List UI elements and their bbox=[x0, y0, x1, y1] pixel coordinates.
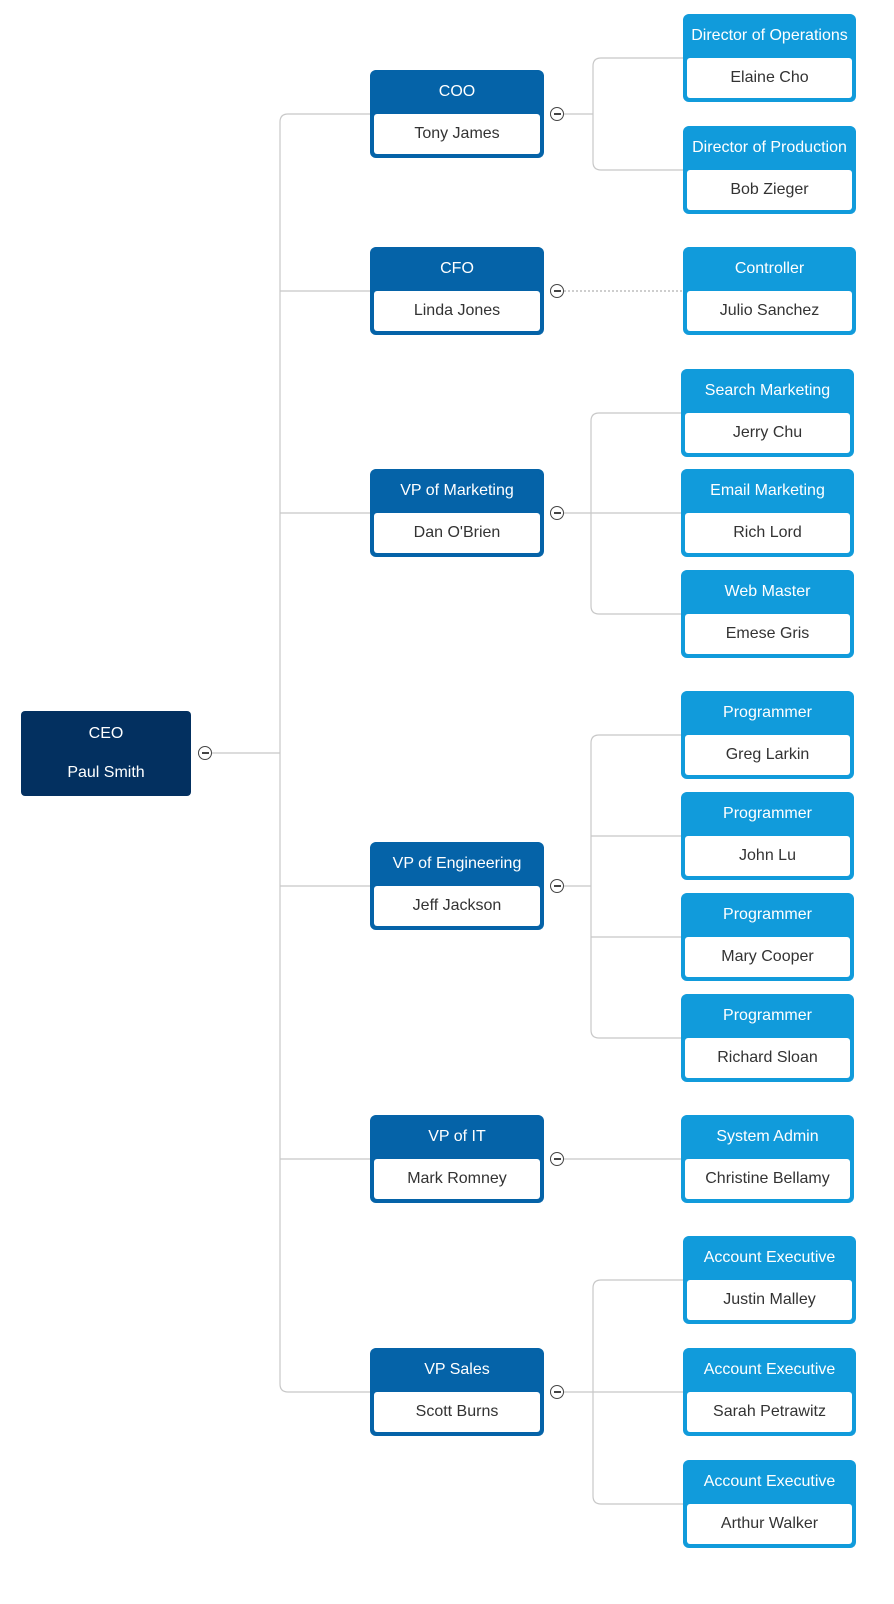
node-name: Justin Malley bbox=[687, 1280, 852, 1320]
org-node-report[interactable]: Account Executive Sarah Petrawitz bbox=[683, 1348, 856, 1436]
org-node-manager[interactable]: VP of IT Mark Romney bbox=[370, 1115, 544, 1203]
org-node-report[interactable]: Director of Operations Elaine Cho bbox=[683, 14, 856, 102]
org-node-report[interactable]: Search Marketing Jerry Chu bbox=[681, 369, 854, 457]
connector-line bbox=[592, 1279, 683, 1505]
node-name: Tony James bbox=[374, 114, 540, 154]
node-name: Mark Romney bbox=[374, 1159, 540, 1199]
org-node-report[interactable]: Account Executive Justin Malley bbox=[683, 1236, 856, 1324]
node-name: Paul Smith bbox=[67, 764, 145, 781]
node-name: Linda Jones bbox=[374, 291, 540, 331]
node-title: Programmer bbox=[723, 906, 812, 923]
node-name: Rich Lord bbox=[685, 513, 850, 553]
collapse-toggle-icon[interactable] bbox=[198, 746, 212, 760]
node-name: Christine Bellamy bbox=[685, 1159, 850, 1199]
node-name: Sarah Petrawitz bbox=[687, 1392, 852, 1432]
org-node-report[interactable]: Controller Julio Sanchez bbox=[683, 247, 856, 335]
node-title: VP of Marketing bbox=[400, 482, 514, 499]
node-title: Controller bbox=[734, 260, 805, 277]
node-title: Programmer bbox=[723, 704, 812, 721]
node-name: Dan O'Brien bbox=[374, 513, 540, 553]
org-node-report[interactable]: Programmer Richard Sloan bbox=[681, 994, 854, 1082]
node-title: CEO bbox=[88, 725, 124, 742]
org-node-report[interactable]: Programmer Mary Cooper bbox=[681, 893, 854, 981]
collapse-toggle-icon[interactable] bbox=[550, 284, 564, 298]
node-title: VP Sales bbox=[424, 1361, 490, 1378]
node-name: Greg Larkin bbox=[685, 735, 850, 775]
node-title: Web Master bbox=[724, 583, 811, 600]
connector-line bbox=[590, 412, 681, 615]
node-title: Programmer bbox=[723, 805, 812, 822]
org-node-manager[interactable]: CFO Linda Jones bbox=[370, 247, 544, 335]
org-node-report[interactable]: Account Executive Arthur Walker bbox=[683, 1460, 856, 1548]
node-title: Account Executive bbox=[703, 1361, 836, 1378]
node-name: Jerry Chu bbox=[685, 413, 850, 453]
org-node-report[interactable]: Programmer Greg Larkin bbox=[681, 691, 854, 779]
node-title: Search Marketing bbox=[704, 382, 831, 399]
org-node-manager[interactable]: VP of Marketing Dan O'Brien bbox=[370, 469, 544, 557]
node-title: COO bbox=[438, 83, 476, 100]
node-name: Richard Sloan bbox=[685, 1038, 850, 1078]
node-name: Mary Cooper bbox=[685, 937, 850, 977]
collapse-toggle-icon[interactable] bbox=[550, 107, 564, 121]
org-node-manager[interactable]: COO Tony James bbox=[370, 70, 544, 158]
node-name: Elaine Cho bbox=[687, 58, 852, 98]
org-node-manager[interactable]: VP of Engineering Jeff Jackson bbox=[370, 842, 544, 930]
node-title: System Admin bbox=[716, 1128, 819, 1145]
collapse-toggle-icon[interactable] bbox=[550, 506, 564, 520]
node-name: Emese Gris bbox=[685, 614, 850, 654]
node-title: Account Executive bbox=[703, 1249, 836, 1266]
node-name: Julio Sanchez bbox=[687, 291, 852, 331]
connector-line bbox=[592, 57, 683, 171]
org-node-ceo[interactable]: CEO Paul Smith bbox=[21, 711, 191, 796]
node-title: CFO bbox=[440, 260, 474, 277]
org-node-report[interactable]: Programmer John Lu bbox=[681, 792, 854, 880]
node-name: John Lu bbox=[685, 836, 850, 876]
connector-line bbox=[590, 734, 681, 1039]
node-title: VP of Engineering bbox=[392, 855, 522, 872]
collapse-toggle-icon[interactable] bbox=[550, 879, 564, 893]
node-name: Bob Zieger bbox=[687, 170, 852, 210]
node-name: Arthur Walker bbox=[687, 1504, 852, 1544]
node-title: VP of IT bbox=[428, 1128, 486, 1145]
org-node-report[interactable]: Director of Production Bob Zieger bbox=[683, 126, 856, 214]
org-node-report[interactable]: System Admin Christine Bellamy bbox=[681, 1115, 854, 1203]
node-title: Account Executive bbox=[703, 1473, 836, 1490]
node-title: Director of Operations bbox=[691, 27, 848, 44]
node-name: Jeff Jackson bbox=[374, 886, 540, 926]
node-title: Email Marketing bbox=[710, 482, 825, 499]
org-node-report[interactable]: Email Marketing Rich Lord bbox=[681, 469, 854, 557]
node-title: Programmer bbox=[723, 1007, 812, 1024]
org-node-manager[interactable]: VP Sales Scott Burns bbox=[370, 1348, 544, 1436]
node-name: Scott Burns bbox=[374, 1392, 540, 1432]
connector-line bbox=[279, 113, 370, 1393]
collapse-toggle-icon[interactable] bbox=[550, 1385, 564, 1399]
node-title: Director of Production bbox=[692, 139, 847, 156]
collapse-toggle-icon[interactable] bbox=[550, 1152, 564, 1166]
org-node-report[interactable]: Web Master Emese Gris bbox=[681, 570, 854, 658]
